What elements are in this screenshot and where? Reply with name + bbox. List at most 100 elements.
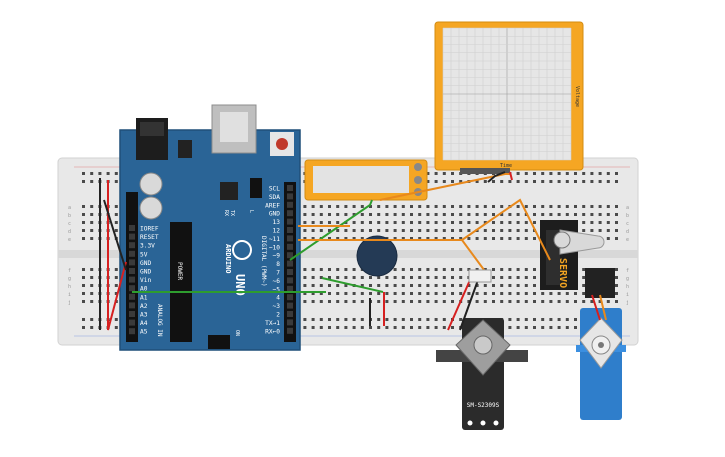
- breadboard-hole[interactable]: [606, 172, 610, 175]
- breadboard-hole[interactable]: [615, 205, 618, 208]
- breadboard-hole[interactable]: [344, 268, 348, 271]
- breadboard-hole[interactable]: [303, 229, 307, 232]
- breadboard-hole[interactable]: [500, 221, 504, 224]
- breadboard-hole[interactable]: [426, 172, 430, 175]
- arduino-pin[interactable]: [129, 319, 135, 326]
- arduino-pin[interactable]: [287, 269, 293, 275]
- arduino-pin[interactable]: [129, 225, 135, 231]
- breadboard-hole[interactable]: [557, 318, 561, 321]
- arduino-pin[interactable]: [129, 242, 135, 249]
- breadboard-hole[interactable]: [344, 205, 348, 208]
- breadboard-hole[interactable]: [385, 221, 389, 224]
- breadboard-hole[interactable]: [524, 276, 528, 279]
- breadboard-hole[interactable]: [557, 205, 561, 208]
- breadboard-hole[interactable]: [369, 284, 372, 287]
- breadboard-hole[interactable]: [328, 229, 331, 232]
- breadboard-hole[interactable]: [524, 172, 528, 175]
- breadboard-hole[interactable]: [467, 229, 471, 232]
- breadboard-hole[interactable]: [303, 205, 307, 208]
- arduino-pin[interactable]: [287, 243, 293, 250]
- breadboard-hole[interactable]: [442, 221, 446, 224]
- breadboard-hole[interactable]: [475, 180, 479, 183]
- breadboard-hole[interactable]: [533, 326, 536, 329]
- breadboard-hole[interactable]: [319, 276, 323, 279]
- arduino-pin[interactable]: [129, 250, 135, 257]
- breadboard-hole[interactable]: [541, 172, 545, 175]
- breadboard-hole[interactable]: [82, 237, 85, 240]
- breadboard-hole[interactable]: [533, 300, 536, 303]
- breadboard-hole[interactable]: [500, 205, 504, 208]
- oscilloscope[interactable]: Time Voltage: [434, 21, 584, 174]
- breadboard-hole[interactable]: [434, 180, 438, 183]
- breadboard-hole[interactable]: [615, 300, 618, 303]
- breadboard-hole[interactable]: [82, 180, 85, 183]
- breadboard-hole[interactable]: [401, 221, 405, 224]
- breadboard-hole[interactable]: [516, 180, 520, 183]
- breadboard-hole[interactable]: [475, 221, 479, 224]
- breadboard-hole[interactable]: [114, 229, 118, 232]
- breadboard-hole[interactable]: [426, 292, 430, 295]
- breadboard-hole[interactable]: [500, 284, 504, 287]
- arduino-pin[interactable]: [129, 268, 135, 274]
- breadboard-hole[interactable]: [369, 221, 372, 224]
- breadboard-hole[interactable]: [459, 318, 463, 321]
- breadboard-hole[interactable]: [401, 292, 405, 295]
- wire-green[interactable]: [321, 277, 384, 293]
- breadboard-hole[interactable]: [319, 300, 323, 303]
- breadboard-hole[interactable]: [467, 300, 471, 303]
- breadboard-hole[interactable]: [492, 213, 495, 216]
- breadboard-hole[interactable]: [451, 326, 454, 329]
- breadboard-hole[interactable]: [114, 221, 118, 224]
- breadboard-hole[interactable]: [516, 284, 520, 287]
- breadboard-hole[interactable]: [344, 229, 348, 232]
- breadboard-hole[interactable]: [516, 300, 520, 303]
- breadboard-hole[interactable]: [459, 276, 463, 279]
- breadboard-hole[interactable]: [516, 172, 520, 175]
- breadboard-hole[interactable]: [524, 221, 528, 224]
- breadboard-hole[interactable]: [360, 284, 364, 287]
- wire-black[interactable]: [487, 171, 506, 183]
- breadboard-hole[interactable]: [352, 237, 356, 240]
- breadboard-hole[interactable]: [303, 292, 307, 295]
- breadboard-hole[interactable]: [336, 292, 340, 295]
- breadboard-hole[interactable]: [393, 284, 397, 287]
- breadboard-hole[interactable]: [451, 268, 454, 271]
- breadboard-hole[interactable]: [574, 213, 577, 216]
- breadboard-hole[interactable]: [114, 326, 118, 329]
- breadboard-hole[interactable]: [582, 221, 586, 224]
- breadboard-hole[interactable]: [90, 326, 94, 329]
- breadboard-hole[interactable]: [615, 213, 618, 216]
- piezo-buzzer[interactable]: [356, 235, 398, 277]
- breadboard-hole[interactable]: [385, 292, 389, 295]
- breadboard-hole[interactable]: [524, 268, 528, 271]
- breadboard-hole[interactable]: [377, 276, 381, 279]
- breadboard-hole[interactable]: [369, 213, 372, 216]
- breadboard-hole[interactable]: [401, 268, 405, 271]
- breadboard-hole[interactable]: [401, 276, 405, 279]
- breadboard-hole[interactable]: [319, 292, 323, 295]
- breadboard-hole[interactable]: [541, 213, 545, 216]
- breadboard-hole[interactable]: [524, 300, 528, 303]
- breadboard-hole[interactable]: [574, 318, 577, 321]
- breadboard-hole[interactable]: [475, 292, 479, 295]
- breadboard-hole[interactable]: [319, 221, 323, 224]
- breadboard-hole[interactable]: [434, 292, 438, 295]
- breadboard-hole[interactable]: [82, 292, 85, 295]
- breadboard-hole[interactable]: [492, 292, 495, 295]
- breadboard-hole[interactable]: [451, 172, 454, 175]
- breadboard-hole[interactable]: [492, 180, 495, 183]
- wire-red[interactable]: [591, 294, 601, 321]
- breadboard-hole[interactable]: [410, 284, 413, 287]
- arduino-pin[interactable]: [287, 185, 293, 191]
- breadboard-hole[interactable]: [369, 326, 372, 329]
- breadboard-hole[interactable]: [360, 229, 364, 232]
- breadboard-hole[interactable]: [475, 205, 479, 208]
- breadboard-hole[interactable]: [303, 268, 307, 271]
- breadboard-hole[interactable]: [475, 213, 479, 216]
- wire-black[interactable]: [103, 199, 127, 271]
- breadboard-hole[interactable]: [483, 205, 487, 208]
- breadboard-hole[interactable]: [385, 284, 389, 287]
- breadboard-hole[interactable]: [483, 237, 487, 240]
- breadboard-hole[interactable]: [426, 300, 430, 303]
- breadboard-hole[interactable]: [508, 276, 512, 279]
